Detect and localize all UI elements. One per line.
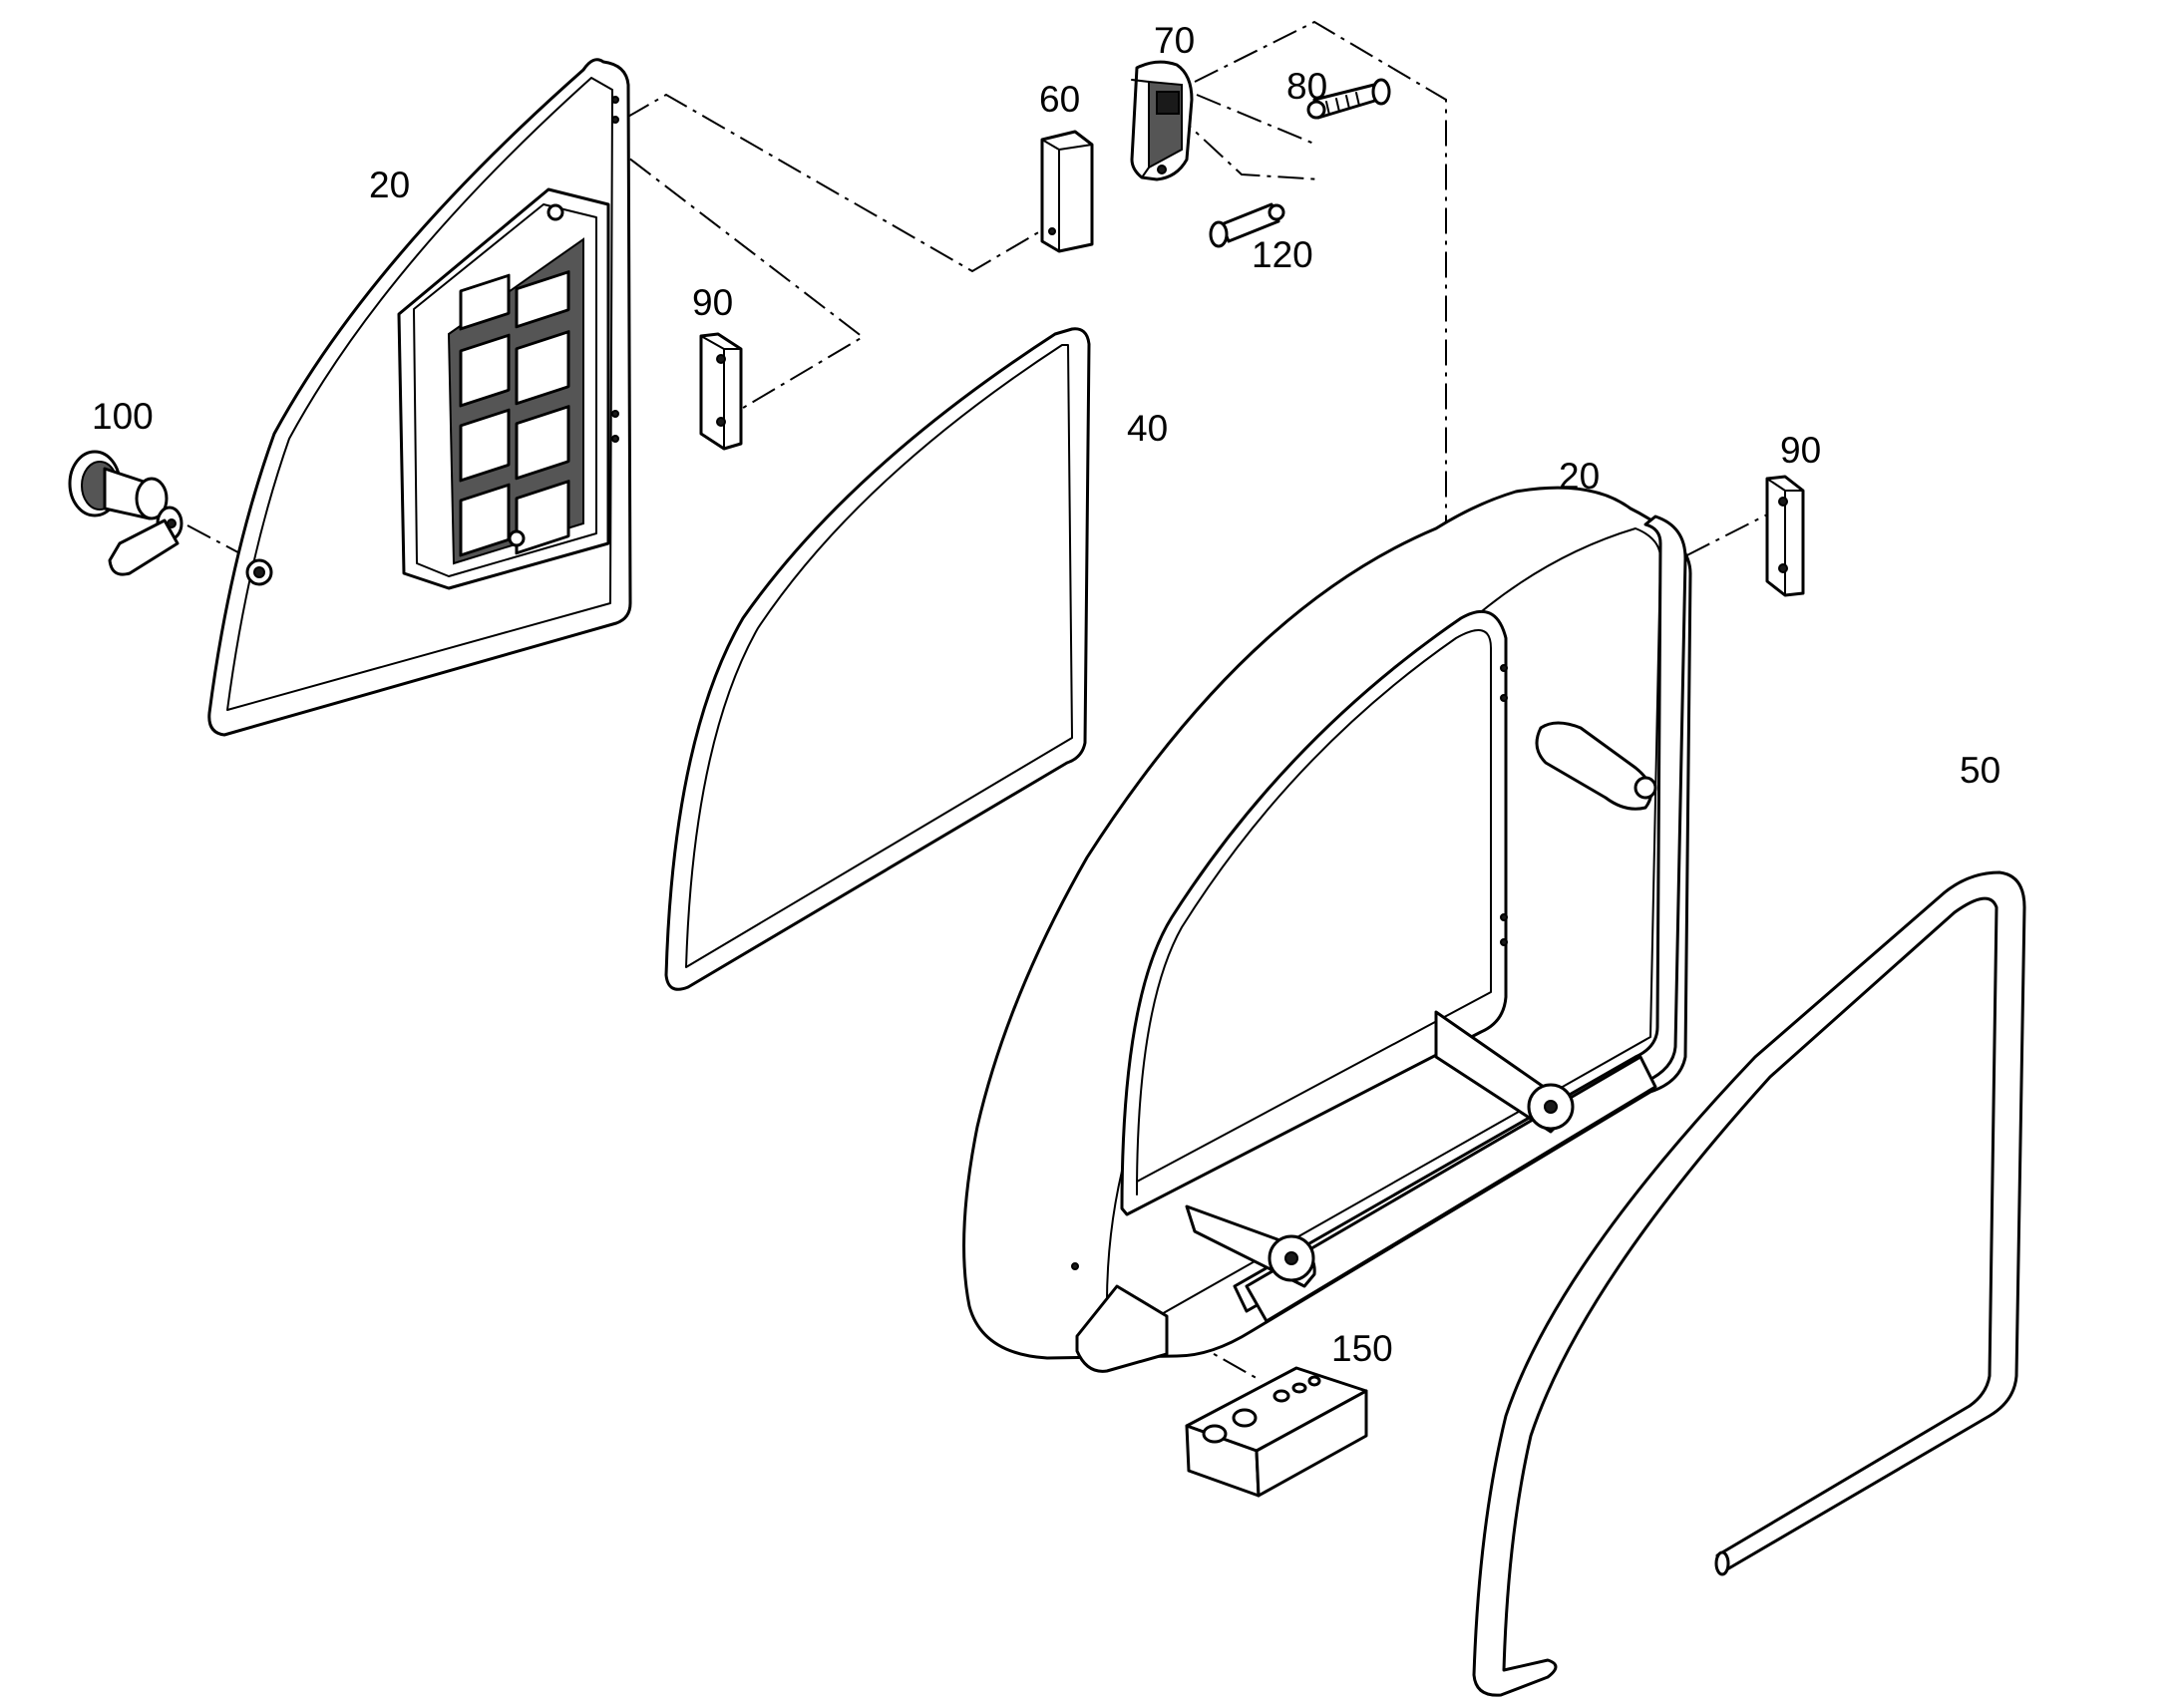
plate-90-right (1765, 475, 1805, 597)
callout-label: 50 (1960, 750, 2000, 791)
callout-label: 90 (1780, 430, 1821, 471)
hinge-70 (1130, 60, 1194, 181)
callout-label: 120 (1252, 234, 1313, 275)
seal-40 (664, 327, 1091, 991)
assembly-line-hinge-to-frame (1194, 20, 1447, 703)
callout-labels: 20 20 40 50 60 70 80 90 90 100 120 150 (92, 20, 2000, 1369)
callout-label: 150 (1331, 1328, 1393, 1369)
lock-100 (68, 450, 183, 576)
callout-label: 40 (1127, 408, 1168, 449)
callout-label: 60 (1039, 79, 1080, 120)
seal-50 (1472, 870, 2026, 1697)
assembly-line-screw80 (1196, 94, 1317, 146)
side-panel-right (962, 486, 1692, 1373)
screw-80 (1306, 78, 1391, 120)
callout-label: 80 (1286, 66, 1327, 107)
screw-120 (1209, 202, 1285, 248)
vent-screw-top (546, 203, 564, 221)
assembly-line-hinge-to-screw120 (1171, 109, 1322, 180)
block-150 (1185, 1366, 1368, 1498)
callout-label: 100 (92, 396, 154, 437)
callout-label: 90 (692, 282, 733, 323)
callout-label: 20 (1559, 456, 1600, 497)
block-60 (1040, 130, 1094, 253)
callout-label: 20 (369, 165, 410, 205)
callout-label: 70 (1154, 20, 1195, 61)
vent-louvers (459, 270, 570, 557)
vent-screw-bottom (508, 529, 526, 547)
plate-90-top (699, 332, 743, 451)
assembly-line-panel-to-block (625, 93, 1053, 273)
side-panel-left (207, 58, 632, 737)
